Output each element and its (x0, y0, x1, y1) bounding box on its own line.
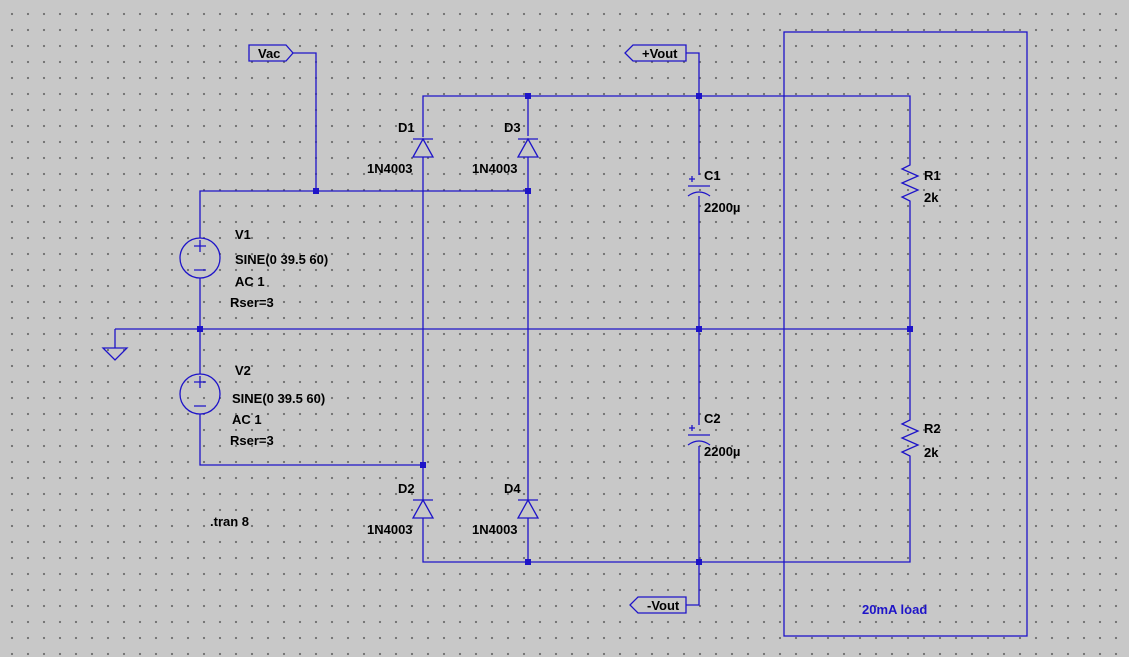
junction (907, 326, 913, 332)
junction (420, 462, 426, 468)
voltage-source-v2-circle-icon (179, 373, 221, 415)
resistor-r2[interactable]: R2 2k (900, 415, 941, 464)
diode-d3-triangle-icon (516, 137, 540, 158)
capacitor-c2-plus-icon (689, 425, 695, 431)
junction (696, 93, 702, 99)
diode-d3-value: 1N4003 (472, 161, 518, 176)
voltage-source-v2-line2: AC 1 (232, 412, 262, 427)
vout-neg-flag-shape (629, 596, 687, 614)
voltage-source-v1-circle-icon (179, 237, 221, 279)
voltage-source-v1-line2: AC 1 (235, 274, 265, 289)
load-box (783, 31, 1028, 637)
voltage-source-v1-ref: V1 (235, 227, 251, 242)
junction (525, 559, 531, 565)
voltage-source-v1-line1: SINE(0 39.5 60) (235, 252, 328, 267)
vout-neg-flag[interactable]: -Vout (629, 596, 687, 614)
wire-v1-top (199, 190, 528, 238)
diode-d1-value: 1N4003 (367, 161, 413, 176)
resistor-r2-zigzag-icon (900, 415, 920, 464)
capacitor-c1-ref: C1 (704, 168, 721, 183)
wire-vout-neg (686, 446, 700, 606)
diode-d3-ref: D3 (504, 120, 521, 135)
resistor-r2-value: 2k (924, 445, 939, 460)
wire-top-rail (422, 95, 911, 160)
voltage-source-v2-ref: V2 (235, 363, 251, 378)
diode-d4-value: 1N4003 (472, 522, 518, 537)
voltage-source-v2-line1: SINE(0 39.5 60) (232, 391, 325, 406)
capacitor-c2-ref: C2 (704, 411, 721, 426)
junction (696, 559, 702, 565)
ground-icon[interactable] (101, 347, 129, 361)
voltage-source-v2-polarity-icon (194, 376, 206, 407)
vac-flag-label: Vac (258, 46, 280, 61)
diode-d1-ref: D1 (398, 120, 415, 135)
junctions (197, 93, 913, 565)
wire-vac (293, 52, 317, 191)
diode-d4[interactable]: D4 1N4003 (472, 481, 540, 537)
wire-v2-bottom (199, 414, 423, 466)
resistor-r1-ref: R1 (924, 168, 941, 183)
vout-pos-flag-label: +Vout (642, 46, 678, 61)
capacitor-c1-value: 2200µ (704, 200, 740, 215)
capacitor-c1[interactable]: C1 2200µ (687, 168, 740, 215)
resistor-r1[interactable]: R1 2k (900, 160, 941, 208)
voltage-source-v2[interactable]: V2 SINE(0 39.5 60) AC 1 Rser=3 (179, 363, 325, 448)
capacitor-c1-plate-bottom (687, 191, 711, 197)
resistor-r1-value: 2k (924, 190, 939, 205)
junction (525, 188, 531, 194)
voltage-source-v1[interactable]: V1 SINE(0 39.5 60) AC 1 Rser=3 (179, 227, 328, 310)
diode-d4-triangle-icon (516, 498, 540, 519)
capacitor-c1-plus-icon (689, 176, 695, 182)
capacitor-c2-value: 2200µ (704, 444, 740, 459)
diode-d3[interactable]: D3 1N4003 (472, 120, 540, 176)
vout-neg-flag-label: -Vout (647, 598, 680, 613)
resistor-r2-ref: R2 (924, 421, 941, 436)
vac-flag-shape (248, 44, 294, 62)
junction (525, 93, 531, 99)
spice-directive-tran[interactable]: .tran 8 (210, 514, 249, 529)
diode-d2-value: 1N4003 (367, 522, 413, 537)
capacitor-c2[interactable]: C2 2200µ (687, 411, 740, 459)
diode-d2[interactable]: D2 1N4003 (367, 481, 435, 537)
voltage-source-v1-polarity-icon (194, 240, 206, 271)
wire-vout-pos (675, 52, 700, 175)
vout-pos-flag-shape (624, 44, 687, 62)
diode-d2-ref: D2 (398, 481, 415, 496)
diode-d2-triangle-icon (411, 498, 435, 519)
junction (313, 188, 319, 194)
voltage-source-v1-line3: Rser=3 (230, 295, 274, 310)
vout-pos-flag[interactable]: +Vout (624, 44, 687, 62)
vac-flag[interactable]: Vac (248, 44, 294, 62)
load-annotation[interactable]: 20mA load (862, 602, 927, 617)
voltage-source-v2-line3: Rser=3 (230, 433, 274, 448)
diode-d4-ref: D4 (504, 481, 521, 496)
capacitor-c2-plate-bottom (687, 440, 711, 446)
resistor-r1-zigzag-icon (900, 160, 920, 208)
junction (696, 326, 702, 332)
wire-bottom-rail (422, 464, 911, 563)
junction (197, 326, 203, 332)
diode-d1[interactable]: D1 1N4003 (367, 120, 435, 176)
diode-d1-triangle-icon (411, 137, 435, 158)
wires (114, 31, 1028, 637)
